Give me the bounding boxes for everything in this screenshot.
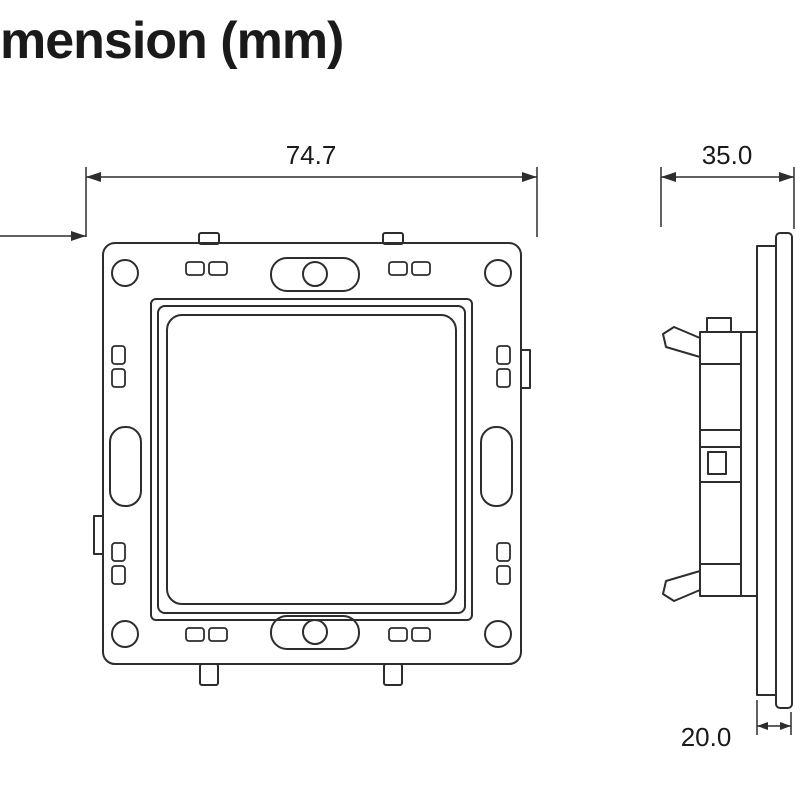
arrowhead-left: [86, 172, 101, 182]
corner-screw-hole: [484, 259, 512, 287]
terminal-slot: [707, 451, 727, 475]
vent-slots-top: [185, 261, 431, 276]
vent-slot: [496, 565, 511, 585]
bottom-tab: [199, 663, 219, 686]
arrowhead-right: [71, 231, 86, 241]
vent-slot: [208, 627, 228, 642]
vent-slot: [388, 627, 408, 642]
rocker-button: [166, 314, 457, 605]
bottom-tab: [383, 663, 403, 686]
claw-top: [662, 326, 701, 358]
arrowhead-left: [661, 172, 676, 182]
corner-screw-hole: [111, 620, 139, 648]
cover-plate-profile: [775, 232, 793, 709]
opening-frame-outer: [150, 298, 473, 621]
vent-slot: [496, 368, 511, 388]
vent-slots-left: [111, 345, 126, 585]
terminal-block: [699, 429, 742, 483]
vent-slot: [388, 261, 408, 276]
vent-slots-right: [496, 345, 511, 585]
vent-slot: [111, 542, 126, 562]
cropped-left-dimension: [0, 231, 86, 241]
side-depth-dim-label: 35.0: [702, 140, 753, 170]
arrowhead-right: [780, 722, 791, 730]
vent-slots-bottom: [185, 627, 431, 642]
arrowhead-left: [757, 722, 768, 730]
side-depth-dimension: [660, 167, 795, 229]
top-tab: [198, 232, 220, 245]
support-frame-profile: [756, 245, 777, 696]
page-title: mension (mm): [0, 12, 343, 70]
vent-slot: [208, 261, 228, 276]
front-view: [93, 232, 531, 686]
vent-slot: [185, 627, 205, 642]
side-lug: [520, 349, 531, 389]
vent-slot: [411, 627, 431, 642]
opening-frame-inner: [157, 305, 466, 614]
mounting-screw-top: [302, 261, 328, 287]
vent-slot: [111, 345, 126, 365]
claw-bottom: [662, 570, 701, 602]
front-plate-depth-dimension: [756, 700, 792, 735]
mounting-slot-bottom: [270, 615, 360, 650]
top-tab: [382, 232, 404, 245]
front-width-dimension: [85, 167, 538, 237]
corner-screw-hole: [484, 620, 512, 648]
vent-slot: [411, 261, 431, 276]
mechanism-top-nub: [706, 317, 732, 333]
vent-slot: [496, 542, 511, 562]
mounting-screw-bottom: [302, 619, 328, 645]
mounting-slot-right: [480, 426, 513, 507]
plate-outline: [102, 242, 522, 665]
front-plate-depth-dim-label: 20.0: [681, 722, 732, 752]
side-view: [662, 232, 793, 709]
mounting-slot-top: [270, 257, 360, 292]
vent-slot: [111, 368, 126, 388]
mounting-slot-left: [109, 426, 142, 507]
arrowhead-right: [522, 172, 537, 182]
front-width-dim-label: 74.7: [286, 140, 337, 170]
side-lug: [93, 515, 104, 555]
corner-screw-hole: [111, 259, 139, 287]
vent-slot: [496, 345, 511, 365]
vent-slot: [185, 261, 205, 276]
vent-slot: [111, 565, 126, 585]
arrowhead-right: [779, 172, 794, 182]
